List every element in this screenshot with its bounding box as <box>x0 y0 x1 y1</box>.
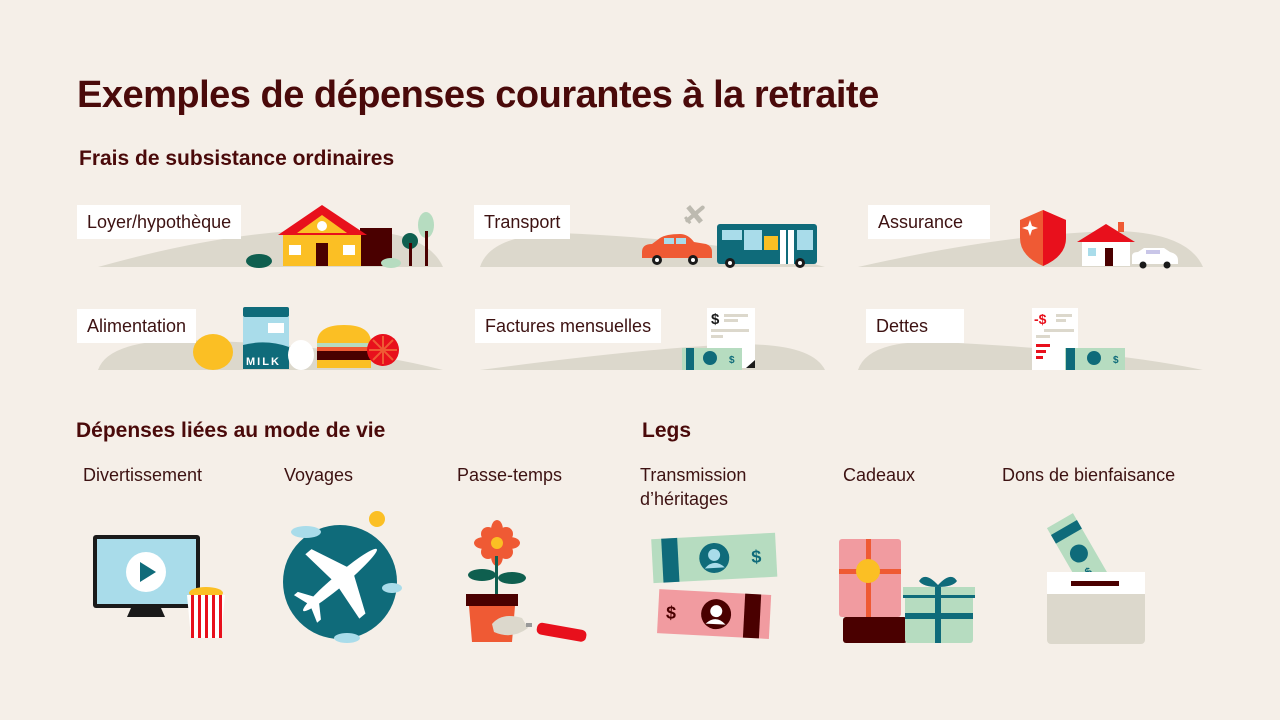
groceries-icon: MILK <box>193 307 399 370</box>
donation-box-icon: $ <box>1046 513 1145 644</box>
label-hobbies: Passe-temps <box>457 465 563 485</box>
label-debts: Dettes <box>866 309 964 343</box>
svg-text:MILK: MILK <box>246 356 281 368</box>
shield-icon <box>1020 210 1178 269</box>
page-title: Exemples de dépenses courantes à la retr… <box>77 74 879 116</box>
tv-popcorn-icon <box>93 535 225 638</box>
label-rent: Loyer/hypothèque <box>77 205 242 239</box>
label-gifts: Cadeaux <box>843 465 916 485</box>
svg-text:-$: -$ <box>1034 311 1047 327</box>
flower-pot-icon <box>466 520 587 642</box>
label-food: Alimentation <box>77 309 197 343</box>
vehicles-icon <box>642 205 817 268</box>
globe-plane-icon <box>283 511 402 643</box>
label-insurance: Assurance <box>868 205 990 239</box>
label-transport: Transport <box>474 205 571 239</box>
label-inheritance: Transmission d’héritages <box>640 465 747 509</box>
label-charity: Dons de bienfaisance <box>1002 465 1176 485</box>
banknotes-icon: $ $ <box>651 532 778 639</box>
label-bills: Factures mensuelles <box>475 309 662 343</box>
label-travel: Voyages <box>284 465 354 485</box>
debt-icon: -$ $ <box>1032 308 1125 370</box>
bill-icon: $ $ <box>682 308 755 370</box>
gifts-icon <box>839 539 975 643</box>
svg-text:$: $ <box>751 546 762 566</box>
section-heading-legacy: Legs <box>642 419 692 442</box>
label-entertainment: Divertissement <box>83 465 203 485</box>
svg-text:$: $ <box>729 355 735 366</box>
house-icon <box>246 205 434 268</box>
section-heading-lifestyle: Dépenses liées au mode de vie <box>76 419 386 442</box>
svg-text:$: $ <box>711 311 720 328</box>
svg-text:$: $ <box>666 603 677 623</box>
section-heading-living: Frais de subsistance ordinaires <box>79 147 395 170</box>
svg-text:$: $ <box>1113 355 1119 366</box>
